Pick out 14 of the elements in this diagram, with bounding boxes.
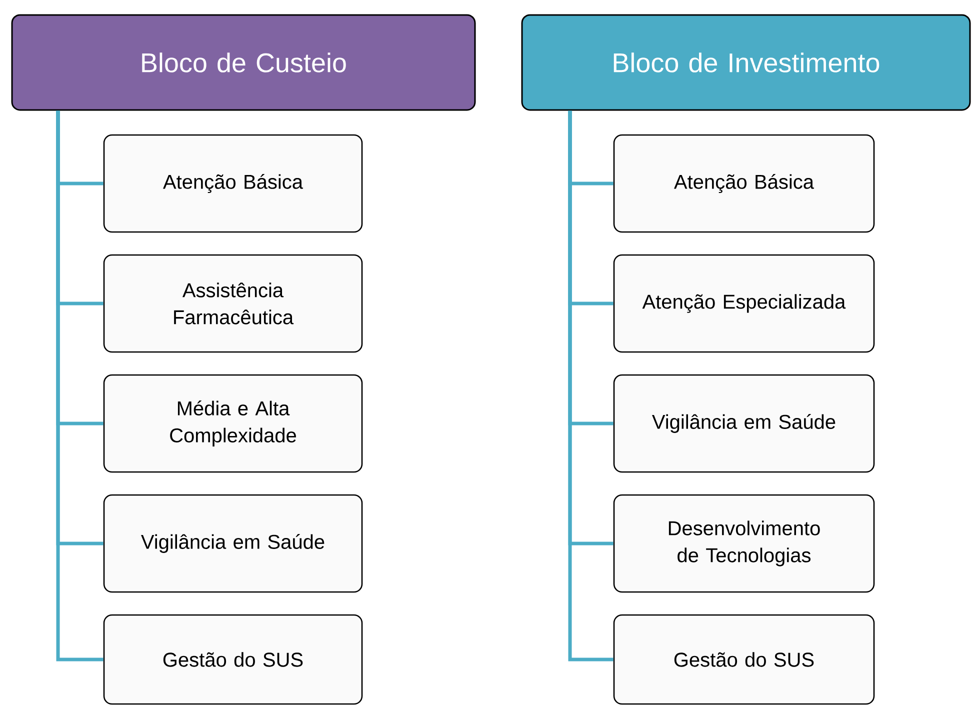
header-box: Bloco de Investimento — [521, 14, 971, 111]
category-box: Gestão do SUS — [103, 614, 363, 705]
category-box: Média e Alta Complexidade — [103, 374, 363, 473]
category-box: Atenção Básica — [613, 134, 875, 233]
connector-line — [568, 110, 614, 662]
category-box: Gestão do SUS — [613, 614, 875, 705]
category-box: Atenção Especializada — [613, 254, 875, 353]
category-box: Vigilância em Saúde — [103, 494, 363, 593]
category-box: Atenção Básica — [103, 134, 363, 233]
category-box: Desenvolvimento de Tecnologias — [613, 494, 875, 593]
header-box: Bloco de Custeio — [11, 14, 476, 111]
connector-line — [56, 110, 104, 662]
category-box: Vigilância em Saúde — [613, 374, 875, 473]
category-box: Assistência Farmacêutica — [103, 254, 363, 353]
